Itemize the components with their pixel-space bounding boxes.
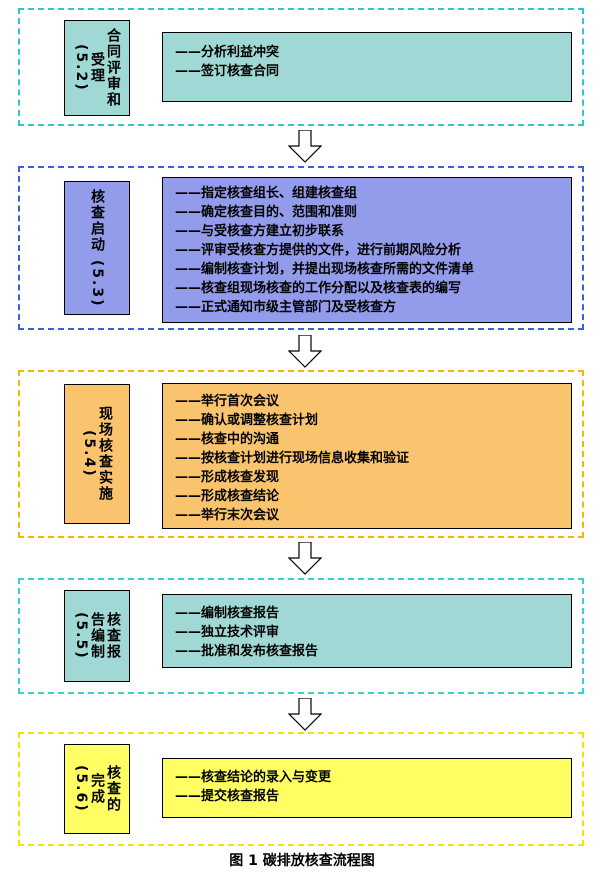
stage-item: ——签订核查合同 <box>175 64 280 79</box>
stage-item: ——批准和发布核查报告 <box>175 644 319 659</box>
stage-content-box: ——指定核查组长、组建核查组 ——确定核查目的、范围和准则 ——与受核查方建立初… <box>162 177 572 323</box>
stage-label-line: 核查启动 (5.3) <box>89 188 105 308</box>
stage-label-line: 核查的 <box>105 765 121 813</box>
stage-label-line: 合同评审和 <box>105 28 121 108</box>
stage-label-line: 核查报 <box>105 612 121 660</box>
stage-verification-completion: 核查的 完成 (5.6) ——核查结论的录入与变更 ——提交核查报告 <box>18 732 584 846</box>
stage-content-box: ——分析利益冲突 ——签订核查合同 <box>162 32 572 102</box>
stage-item: ——正式通知市级主管部门及受核查方 <box>175 300 397 315</box>
stage-label-line: 受理 (5.2) <box>73 44 105 92</box>
stage-label: 现场核查实施 (5.4) <box>81 385 113 523</box>
stage-item: ——形成核查发现 <box>175 470 280 485</box>
stage-label: 核查的 完成 (5.6) <box>73 745 121 833</box>
stage-item: ——独立技术评审 <box>175 625 280 640</box>
stage-item: ——确定核查目的、范围和准则 <box>175 205 358 220</box>
stage-content-box: ——举行首次会议 ——确认或调整核查计划 ——核查中的沟通 ——按核查计划进行现… <box>162 383 572 529</box>
stage-label: 核查启动 (5.3) <box>89 182 105 314</box>
stage-label: 核查报 告编制 (5.5) <box>73 591 121 681</box>
stage-item: ——编制核查计划，并提出现场核查所需的文件清单 <box>175 262 475 277</box>
stage-item: ——核查中的沟通 <box>175 432 280 447</box>
stage-label-line: 完成 (5.6) <box>73 765 105 813</box>
down-arrow <box>288 542 322 575</box>
stage-content-box: ——核查结论的录入与变更 ——提交核查报告 <box>162 758 572 818</box>
stage-item: ——形成核查结论 <box>175 489 280 504</box>
stage-item: ——编制核查报告 <box>175 606 280 621</box>
stage-label-box: 核查的 完成 (5.6) <box>64 744 130 834</box>
stage-item: ——评审受核查方提供的文件，进行前期风险分析 <box>175 243 462 258</box>
stage-content-box: ——编制核查报告 ——独立技术评审 ——批准和发布核查报告 <box>162 594 572 668</box>
stage-label-box: 核查启动 (5.3) <box>64 181 130 315</box>
stage-onsite-verification: 现场核查实施 (5.4) ——举行首次会议 ——确认或调整核查计划 ——核查中的… <box>18 370 584 538</box>
down-arrow <box>288 698 322 731</box>
stage-label: 合同评审和 受理 (5.2) <box>73 21 121 115</box>
stage-item: ——核查组现场核查的工作分配以及核查表的编写 <box>175 281 462 296</box>
stage-item: ——分析利益冲突 <box>175 45 280 60</box>
stage-item: ——指定核查组长、组建核查组 <box>175 186 358 201</box>
stage-label-line: 告编制 (5.5) <box>73 612 105 660</box>
stage-item: ——确认或调整核查计划 <box>175 413 319 428</box>
stage-label-box: 现场核查实施 (5.4) <box>64 384 130 524</box>
stage-label-box: 核查报 告编制 (5.5) <box>64 590 130 682</box>
down-arrow <box>288 335 322 368</box>
stage-verification-start: 核查启动 (5.3) ——指定核查组长、组建核查组 ——确定核查目的、范围和准则… <box>18 166 584 330</box>
stage-label-line: 现场核查实施 (5.4) <box>81 406 113 502</box>
stage-item: ——核查结论的录入与变更 <box>175 770 332 785</box>
stage-item: ——提交核查报告 <box>175 789 280 804</box>
stage-label-box: 合同评审和 受理 (5.2) <box>64 20 130 116</box>
down-arrow <box>288 130 322 163</box>
stage-item: ——举行首次会议 <box>175 394 280 409</box>
stage-item: ——按核查计划进行现场信息收集和验证 <box>175 451 410 466</box>
stage-item: ——与受核查方建立初步联系 <box>175 224 345 239</box>
stage-contract-review: 合同评审和 受理 (5.2) ——分析利益冲突 ——签订核查合同 <box>18 8 584 126</box>
stage-item: ——举行末次会议 <box>175 508 280 523</box>
stage-report-preparation: 核查报 告编制 (5.5) ——编制核查报告 ——独立技术评审 ——批准和发布核… <box>18 578 584 694</box>
figure-caption: 图 1 碳排放核查流程图 <box>229 853 375 869</box>
